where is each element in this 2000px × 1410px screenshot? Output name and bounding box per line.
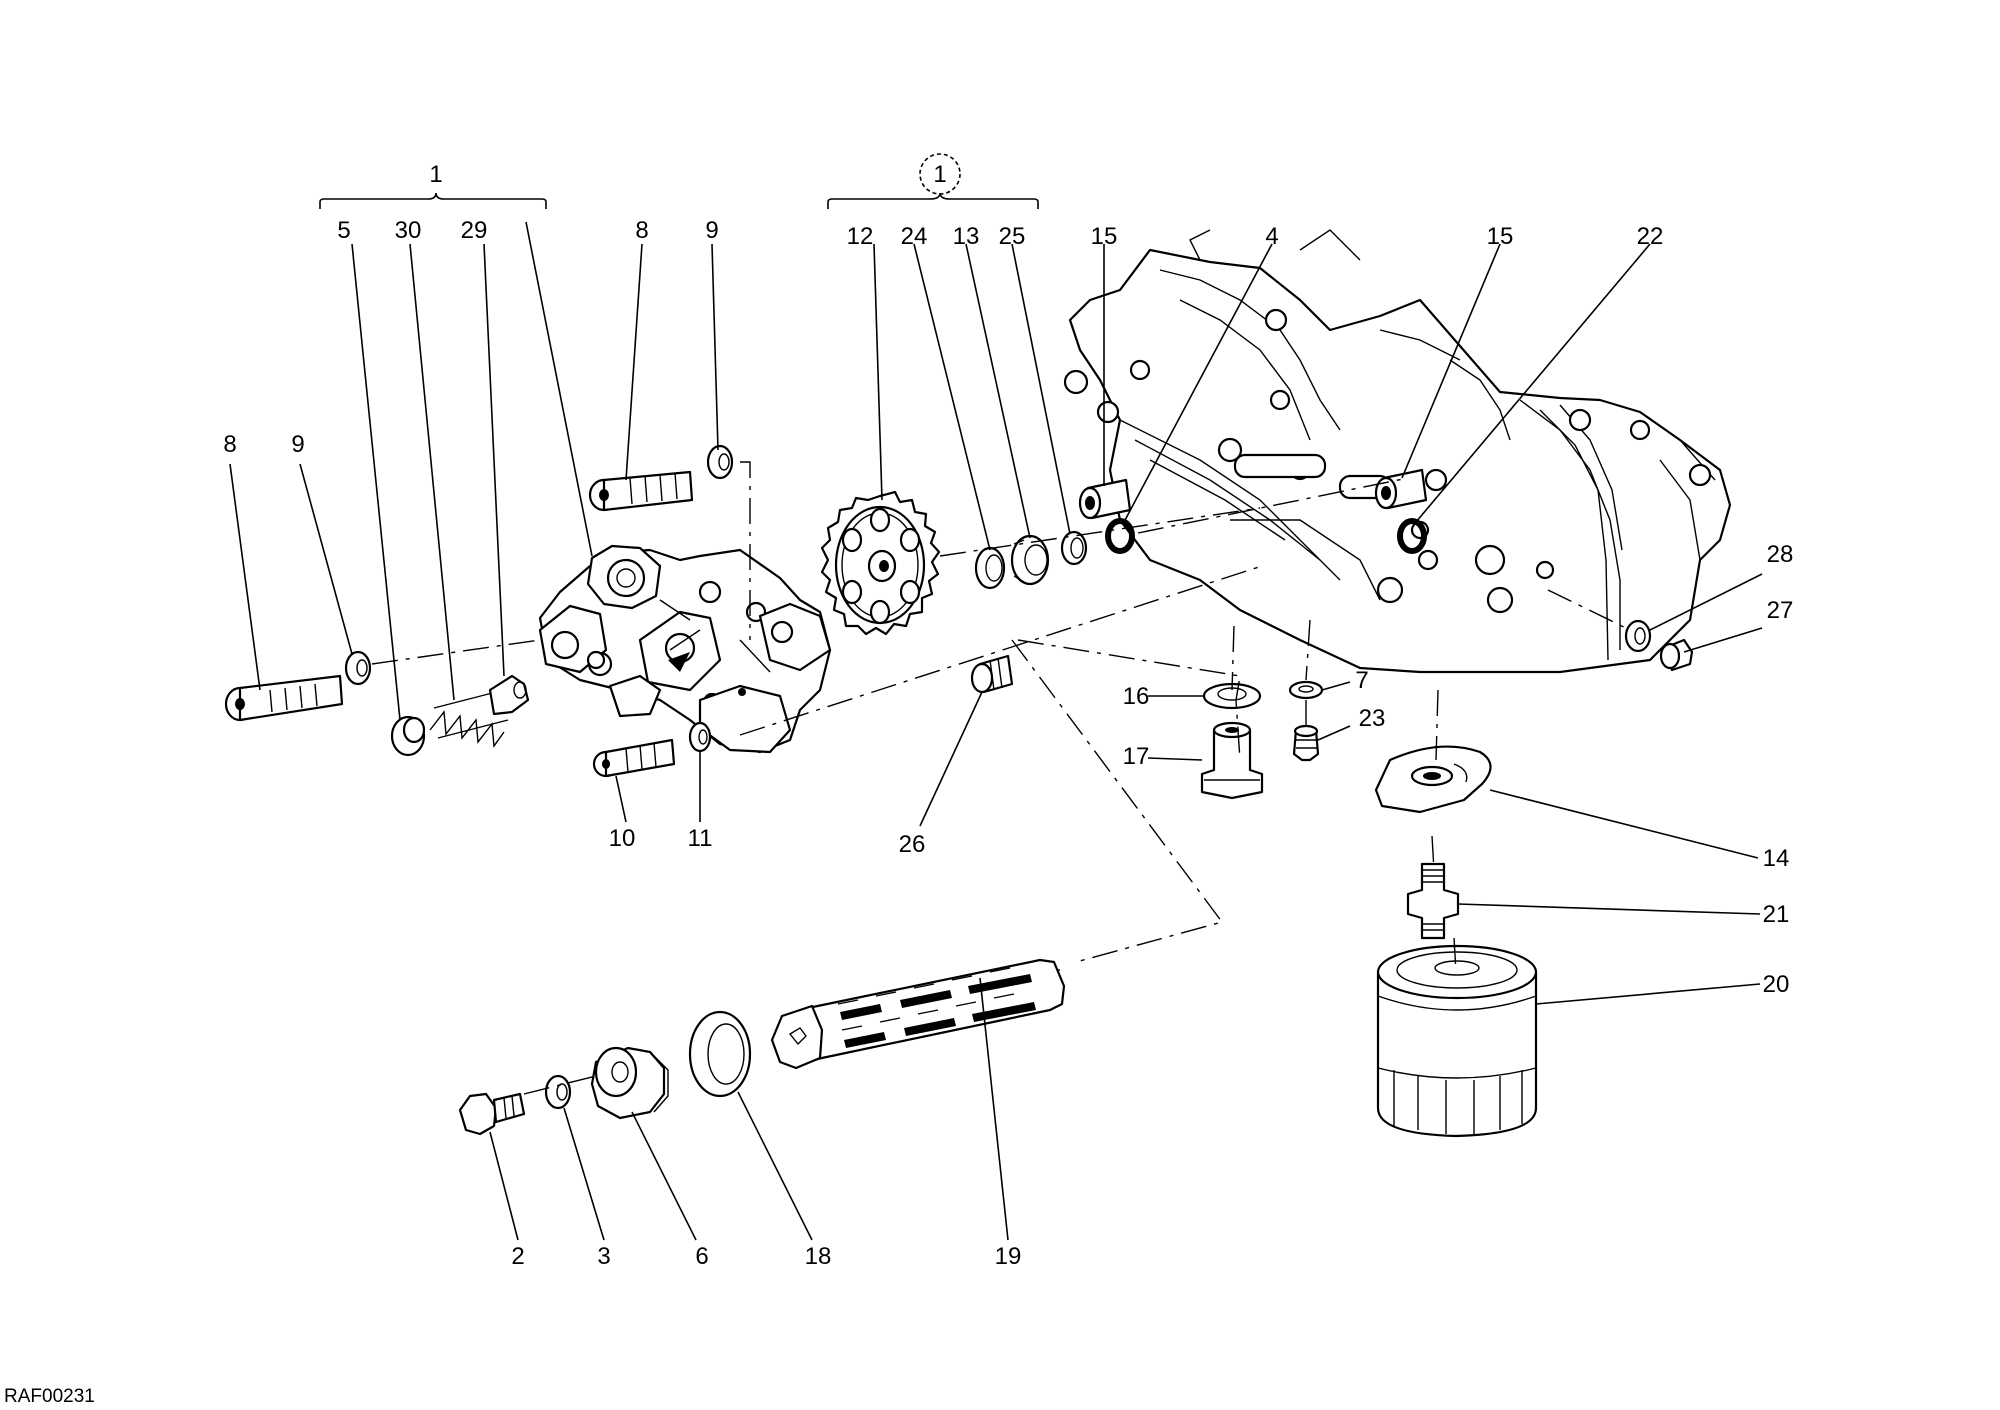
callout-30: 30 [395,217,422,244]
callout-25: 25 [999,223,1026,250]
callout-22: 22 [1637,223,1664,250]
callout-14: 14 [1763,845,1790,872]
washer-9-left [344,650,372,686]
callout-12: 12 [847,223,874,250]
bolt-8-upper [588,470,694,512]
callout-11: 11 [688,825,713,852]
callout-23: 23 [1359,705,1386,732]
leader-lines [229,221,1763,1241]
bolt-8-left [224,674,344,722]
callout-4: 4 [1265,223,1278,250]
plug-5 [390,715,426,757]
callout-27: 27 [1767,597,1794,624]
callout-5: 5 [337,217,350,244]
callout-6: 6 [695,1243,708,1270]
callout-18: 18 [805,1243,832,1270]
washer-7 [1288,680,1324,700]
valve-29 [488,674,530,716]
dowel-15-left [1078,478,1132,520]
callout-26: 26 [899,831,926,858]
washer-9-upper [706,444,734,480]
callout-8-left: 8 [223,431,236,458]
plug-27 [1659,638,1694,672]
callout-21: 21 [1763,901,1790,928]
callout-numbers: 1 1 8 9 5 30 29 8 9 12 24 13 25 15 4 15 … [223,161,1793,1270]
callout-8-upper: 8 [635,217,648,244]
assembly-lines [371,461,1631,1095]
strainer-19 [770,958,1066,1070]
bushing-26 [970,654,1014,694]
dowel-15-right [1374,468,1428,510]
crankcase [1063,229,1732,674]
callout-17: 17 [1123,743,1150,770]
bolt-10 [592,738,676,778]
callout-3: 3 [597,1243,610,1270]
oil-filter-20 [1376,944,1538,1138]
callout-15-right: 15 [1487,223,1514,250]
callout-7: 7 [1355,667,1368,694]
callout-13: 13 [953,223,980,250]
plug-23 [1292,724,1320,762]
plug-17 [1200,721,1264,800]
callout-29: 29 [461,217,488,244]
bracket-14 [1374,745,1492,814]
oil-pump-body [538,544,832,754]
group-label-pump: 1 [429,161,442,188]
callout-24: 24 [901,223,928,250]
washer-3 [544,1074,572,1110]
callout-15-left: 15 [1091,223,1118,250]
o-ring-4 [1105,518,1135,554]
bolt-2 [458,1092,526,1136]
washer-28 [1624,619,1652,653]
callout-9-upper: 9 [705,217,718,244]
callout-9-left: 9 [291,431,304,458]
bracket-pump-assembly [319,192,547,209]
callout-16: 16 [1123,683,1150,710]
cap-6 [590,1046,669,1120]
snap-ring-24 [974,546,1006,590]
o-ring-22 [1397,518,1427,554]
bracket-gear-set [827,153,1039,209]
nipple-21 [1406,862,1460,940]
document-code: RAF00231 [4,1386,95,1407]
gear-12 [820,490,941,636]
callout-28: 28 [1767,541,1794,568]
circled-group-marker [919,153,961,195]
callout-20: 20 [1763,971,1790,998]
callout-19: 19 [995,1243,1022,1270]
callout-10: 10 [609,825,636,852]
ring-25 [1060,530,1088,566]
callout-2: 2 [511,1243,524,1270]
group-label-gear-set: 1 [933,161,946,188]
gasket-18 [688,1010,752,1098]
bearing-13 [1010,534,1050,586]
washer-11 [688,721,712,753]
